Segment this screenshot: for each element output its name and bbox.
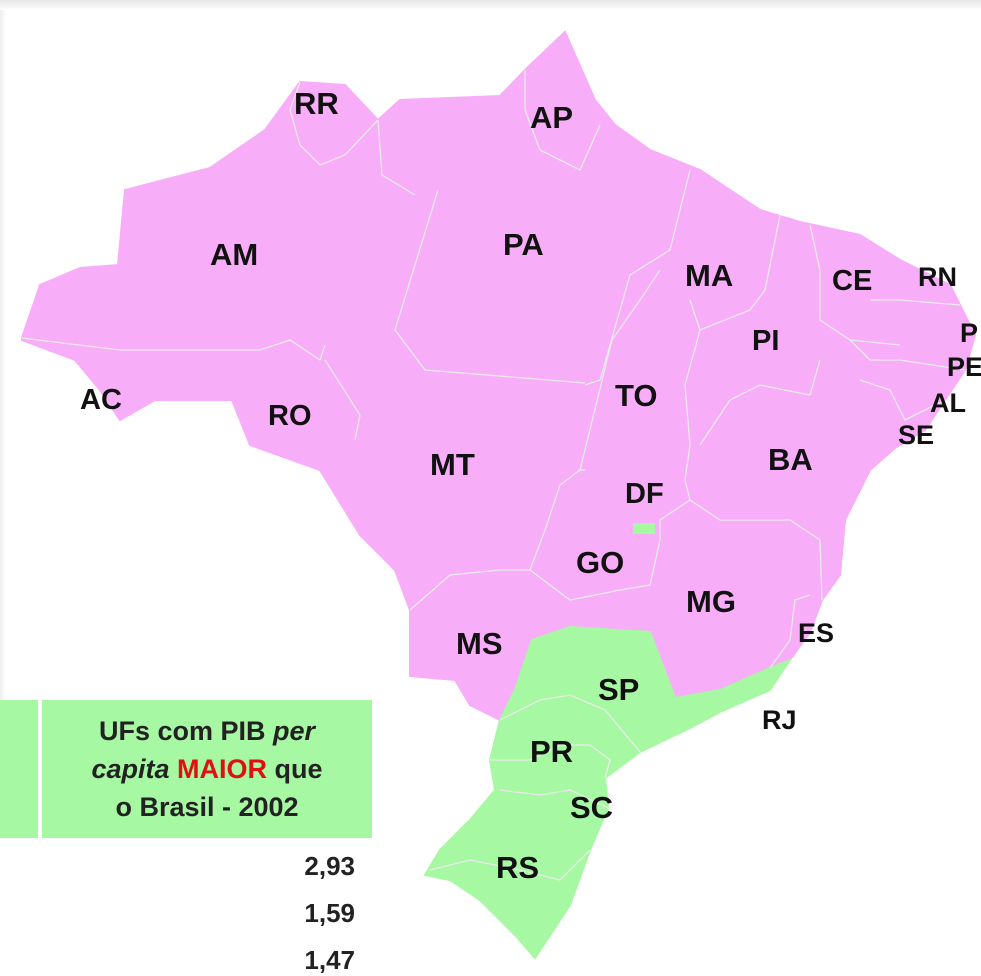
state-label-pe: PE <box>947 352 981 382</box>
legend-box: UFs com PIB per capita MAIOR que o Brasi… <box>42 700 372 838</box>
legend-swatch <box>0 700 38 838</box>
value-3: 1,47 <box>304 945 355 975</box>
state-label-ba: BA <box>768 442 813 477</box>
df-patch <box>633 523 655 534</box>
state-label-rr: RR <box>294 86 339 121</box>
state-label-df: DF <box>625 478 664 510</box>
legend-italic-2: capita <box>91 754 170 784</box>
state-label-ro: RO <box>268 400 312 432</box>
state-label-ap: AP <box>530 100 574 135</box>
state-label-mt: MT <box>430 447 475 482</box>
state-label-to: TO <box>615 378 658 413</box>
legend-line-3: o Brasil - 2002 <box>115 792 299 822</box>
state-label-ce: CE <box>832 265 873 297</box>
state-label-pa: PA <box>503 227 544 262</box>
state-label-go: GO <box>576 545 625 580</box>
state-label-pi: PI <box>752 325 780 357</box>
state-label-pr: PR <box>530 734 574 769</box>
state-label-sp: SP <box>598 672 640 707</box>
legend-text: UFs com PIB <box>98 716 266 746</box>
state-label-pb: P <box>960 318 979 348</box>
value-1: 2,93 <box>304 851 355 881</box>
window-top-edge <box>0 0 981 10</box>
state-label-rn: RN <box>918 262 957 292</box>
legend-line-1: UFs com PIB per <box>99 712 315 750</box>
state-label-sc: SC <box>570 790 614 825</box>
legend-highlight: MAIOR <box>177 754 268 784</box>
legend-italic: per <box>273 716 316 746</box>
state-label-ac: AC <box>80 384 122 416</box>
state-label-rs: RS <box>496 850 540 885</box>
state-label-es: ES <box>798 618 835 648</box>
legend-text-2: que <box>274 754 323 784</box>
state-label-am: AM <box>210 237 259 272</box>
state-label-al: AL <box>930 388 966 418</box>
state-label-rj: RJ <box>762 705 797 735</box>
value-2: 1,59 <box>304 898 355 928</box>
legend-line-2: capita MAIOR que <box>91 750 322 788</box>
state-label-ms: MS <box>456 626 503 661</box>
state-label-ma: MA <box>685 258 734 293</box>
window-left-edge <box>0 10 6 700</box>
state-borders <box>21 70 966 881</box>
state-label-se: SE <box>898 420 935 450</box>
state-label-mg: MG <box>686 584 736 619</box>
